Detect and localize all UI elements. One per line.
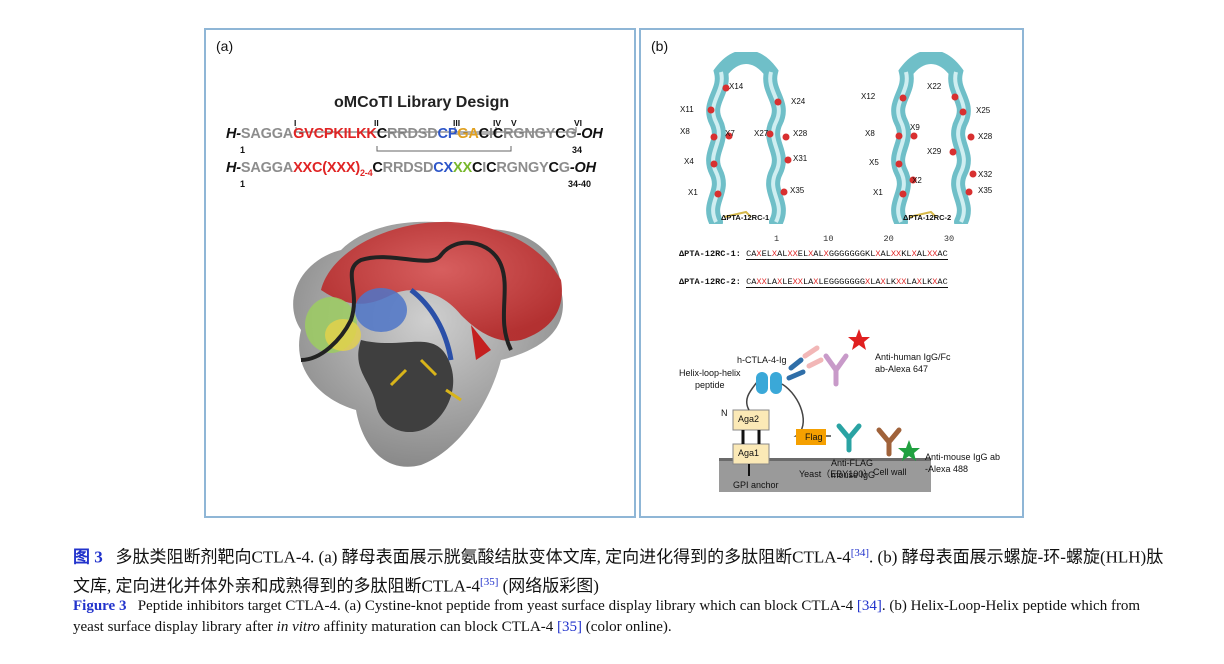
library-design-title: oMCoTI Library Design bbox=[334, 94, 510, 111]
rc1-label-x28: X28 bbox=[793, 129, 808, 138]
rc2-label-x5: X5 bbox=[869, 158, 879, 167]
caption-cn-ref-34[interactable]: [34] bbox=[850, 547, 870, 559]
seq2-start-number: 1 bbox=[240, 179, 246, 189]
rc2-label-x32: X32 bbox=[978, 170, 993, 179]
rc2-label-x29: X29 bbox=[927, 147, 942, 156]
rc2-label-x2: X2 bbox=[912, 176, 922, 185]
panel-a-label: (a) bbox=[216, 38, 234, 54]
rc2-label-x28: X28 bbox=[978, 132, 993, 141]
caption-chinese: 图 3 多肽类阻断剂靶向CTLA-4. (a) 酵母表面展示胱氨酸结肽变体文库,… bbox=[73, 547, 1164, 596]
roman-4: IV bbox=[493, 118, 502, 128]
anti-flag-label-2: mouse IgG bbox=[831, 470, 876, 480]
rc2-label-x1: X1 bbox=[873, 188, 883, 197]
rc1-label-x27: X27 bbox=[754, 129, 769, 138]
flag-label: Flag bbox=[805, 432, 823, 442]
rc2-label-x25: X25 bbox=[976, 106, 991, 115]
hlh-peptide-label-1: Helix-loop-helix bbox=[679, 368, 741, 378]
roman-5: V bbox=[511, 118, 517, 128]
rc1-label-x1: X1 bbox=[688, 188, 698, 197]
anti-human-label-2: ab-Alexa 647 bbox=[875, 364, 929, 374]
yeast-label: Yeast（EBY100） bbox=[799, 469, 873, 479]
hlh-structure-rc2-image bbox=[891, 52, 977, 224]
caption-en-ref-34[interactable]: [34] bbox=[856, 598, 882, 614]
rc2-label-x22: X22 bbox=[927, 82, 942, 91]
seq1-end-number: 34 bbox=[572, 145, 583, 155]
rc2-label-x35: X35 bbox=[978, 186, 993, 195]
panel-b-label: (b) bbox=[651, 38, 669, 54]
library-sequence-1: H-SAGGAGVCPKILKKCRRDSDCPGACICRGNGYCG-OH bbox=[226, 126, 603, 142]
yeast-display-diagram bbox=[719, 329, 931, 492]
hlh-structure-rc1-image bbox=[706, 52, 792, 224]
rc1-label-x35: X35 bbox=[790, 186, 805, 195]
rc2-label-x12: X12 bbox=[861, 92, 876, 101]
rc1-label-x4: X4 bbox=[684, 157, 694, 166]
caption-english: Figure 3 Peptide inhibitors target CTLA-… bbox=[73, 598, 1141, 635]
library-sequence-2: H-SAGGAXXC(XXX)2-4CRRDSDCXXXCICRGNGYCG-O… bbox=[226, 160, 596, 178]
seq2-end-number: 34-40 bbox=[568, 179, 592, 189]
n-terminus-label: N bbox=[721, 408, 728, 418]
rc2-label-x8: X8 bbox=[865, 129, 875, 138]
roman-3: III bbox=[453, 118, 461, 128]
caption-en-ref-35[interactable]: [35] bbox=[557, 619, 583, 635]
rc2-sequence-row: ΔPTA-12RC-2: CAXXLAXLEXXLAXLEGGGGGGGXLAX… bbox=[679, 277, 948, 288]
panel-b: (b) X14 X11 X8 X7 X4 X1 X24 X27 X28 X31 … bbox=[639, 28, 1024, 518]
anti-mouse-label-2: -Alexa 488 bbox=[925, 464, 969, 474]
rc1-name: ΔPTA-12RC-1 bbox=[721, 213, 770, 222]
roman-6: VI bbox=[574, 118, 583, 128]
seq1-start-number: 1 bbox=[240, 145, 246, 155]
caption-en-figure-label: Figure 3 bbox=[73, 598, 127, 614]
rc2-label-x9: X9 bbox=[910, 123, 920, 132]
rc1-label-x7: X7 bbox=[725, 129, 735, 138]
rc1-label-x11: X11 bbox=[680, 105, 694, 114]
caption-cn-ref-35[interactable]: [35] bbox=[480, 575, 499, 588]
aga2-label: Aga2 bbox=[738, 414, 760, 424]
rc1-sequence: CAXELXALXXELXALXGGGGGGGKLXALXXKLXALXXAC bbox=[746, 249, 948, 260]
caption-cn-figure-label: 图 3 bbox=[73, 547, 103, 567]
rc2-sequence: CAXXLAXLEXXLAXLEGGGGGGGXLAXLKXXLAXLKXAC bbox=[746, 277, 948, 288]
h-ctla4-ig-label: h-CTLA-4-Ig bbox=[737, 355, 787, 365]
hlh-peptide-label-2: peptide bbox=[695, 380, 725, 390]
rc1-sequence-row: ΔPTA-12RC-1: CAXELXALXXELXALXGGGGGGGKLXA… bbox=[679, 249, 948, 260]
roman-2: II bbox=[374, 118, 379, 128]
anti-flag-label-1: Anti-FLAG bbox=[831, 458, 874, 468]
rc1-label-x8: X8 bbox=[680, 127, 690, 136]
roman-1: I bbox=[294, 118, 297, 128]
rc1-label-x14: X14 bbox=[729, 82, 744, 91]
gpi-anchor-label: GPI anchor bbox=[733, 480, 779, 490]
anti-mouse-label-1: Anti-mouse IgG ab bbox=[925, 452, 1001, 462]
panel-a: (a) oMCoTI Library Design I II III IV V … bbox=[204, 28, 636, 518]
cell-wall-label: Cell wall bbox=[873, 467, 907, 477]
anti-human-label-1: Anti-human IgG/Fc bbox=[875, 352, 951, 362]
rc1-label-x31: X31 bbox=[793, 154, 808, 163]
aga1-label: Aga1 bbox=[738, 448, 760, 458]
rc1-label-x24: X24 bbox=[791, 97, 806, 106]
rc2-name: ΔPTA-12RC-2 bbox=[903, 213, 952, 222]
cystine-knot-structure-image bbox=[293, 221, 563, 467]
disulfide-bracket-diagram bbox=[295, 127, 577, 152]
